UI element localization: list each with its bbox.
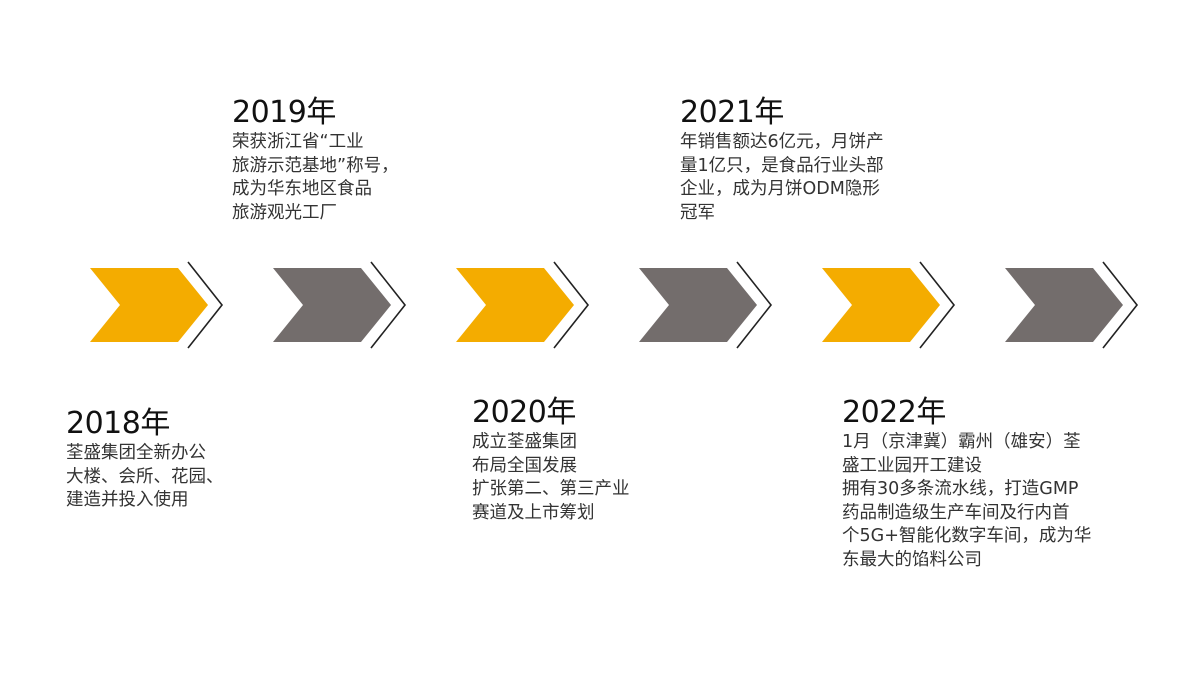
milestone-2018: 2018年 荃盛集团全新办公 大楼、会所、花园、 建造并投入使用: [66, 406, 276, 513]
milestone-2019: 2019年 荣获浙江省“工业 旅游示范基地”称号， 成为华东地区食品 旅游观光工…: [232, 95, 452, 225]
chevron-fill: [822, 268, 940, 342]
chevron-arrow-6: [1005, 261, 1139, 349]
milestone-2022: 2022年 1月（京津冀）霸州（雄安）荃 盛工业园开工建设 拥有30多条流水线，…: [842, 395, 1142, 572]
milestone-2020: 2020年 成立荃盛集团 布局全国发展 扩张第二、第三产业 赛道及上市筹划: [472, 395, 692, 525]
milestone-year: 2019年: [232, 95, 336, 130]
chevron-outline: [370, 261, 407, 349]
chevron-outline: [919, 261, 956, 349]
chevron-fill: [90, 268, 208, 342]
chevron-outline: [553, 261, 590, 349]
milestone-description: 年销售额达6亿元，月饼产 量1亿只，是食品行业头部 企业，成为月饼ODM隐形 冠…: [680, 132, 884, 223]
chevron-outline: [1102, 261, 1139, 349]
milestone-year: 2020年: [472, 395, 576, 430]
milestone-description: 荣获浙江省“工业 旅游示范基地”称号， 成为华东地区食品 旅游观光工厂: [232, 132, 399, 223]
chevron-fill: [639, 268, 757, 342]
chevron-arrow-3: [456, 261, 590, 349]
chevron-arrow-2: [273, 261, 407, 349]
chevron-arrow-4: [639, 261, 773, 349]
milestone-year: 2018年: [66, 406, 170, 441]
chevron-fill: [1005, 268, 1123, 342]
milestone-description: 成立荃盛集团 布局全国发展 扩张第二、第三产业 赛道及上市筹划: [472, 432, 630, 523]
chevron-fill: [273, 268, 391, 342]
chevron-arrow-5: [822, 261, 956, 349]
milestone-description: 1月（京津冀）霸州（雄安）荃 盛工业园开工建设 拥有30多条流水线，打造GMP …: [842, 432, 1092, 570]
milestone-year: 2021年: [680, 95, 784, 130]
milestone-year: 2022年: [842, 395, 946, 430]
chevron-outline: [736, 261, 773, 349]
chevron-outline: [187, 261, 224, 349]
chevron-arrow-1: [90, 261, 224, 349]
milestone-2021: 2021年 年销售额达6亿元，月饼产 量1亿只，是食品行业头部 企业，成为月饼O…: [680, 95, 920, 225]
chevron-fill: [456, 268, 574, 342]
milestone-description: 荃盛集团全新办公 大楼、会所、花园、 建造并投入使用: [66, 443, 224, 510]
